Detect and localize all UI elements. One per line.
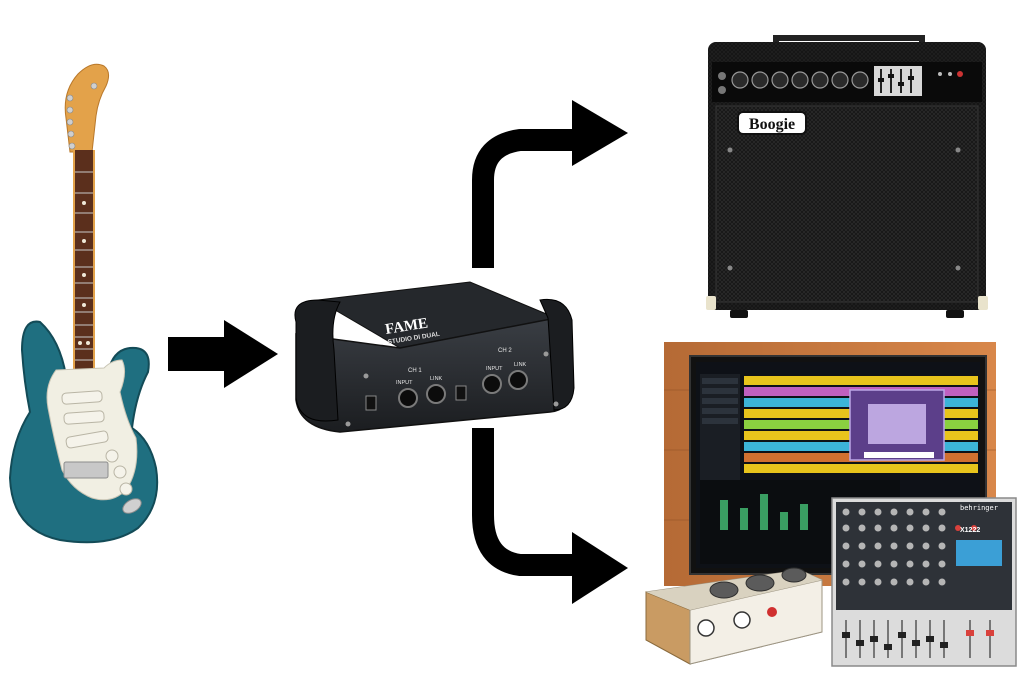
arrow-di-to-recording-head: [572, 532, 628, 604]
di-box-icon: FAME STUDIO DI DUAL CH 1 CH 2 INPUT LINK…: [294, 281, 575, 433]
di-brand-label: FAME: [384, 315, 429, 338]
electric-guitar-icon: [8, 63, 159, 544]
guitar-amplifier-icon: Boogie: [706, 35, 988, 318]
di-input-label-2: INPUT: [486, 366, 503, 372]
di-input-label-1: INPUT: [396, 380, 413, 386]
di-ch2-label: CH 2: [498, 348, 512, 354]
arrow-guitar-to-di: [168, 320, 278, 388]
mixer-brand-label: behringer: [960, 504, 998, 512]
mixer-model-label: X1222: [960, 527, 980, 534]
di-ch1-label: CH 1: [408, 368, 422, 374]
di-link-label-2: LINK: [514, 362, 527, 368]
arrow-di-to-amp: [472, 129, 580, 268]
arrow-di-to-amp-head: [572, 100, 628, 166]
arrow-di-to-recording: [472, 428, 580, 576]
amp-brand-label: Boogie: [749, 116, 795, 133]
di-link-label-1: LINK: [430, 376, 443, 382]
recording-setup-icon: behringer X1222: [645, 342, 1017, 667]
